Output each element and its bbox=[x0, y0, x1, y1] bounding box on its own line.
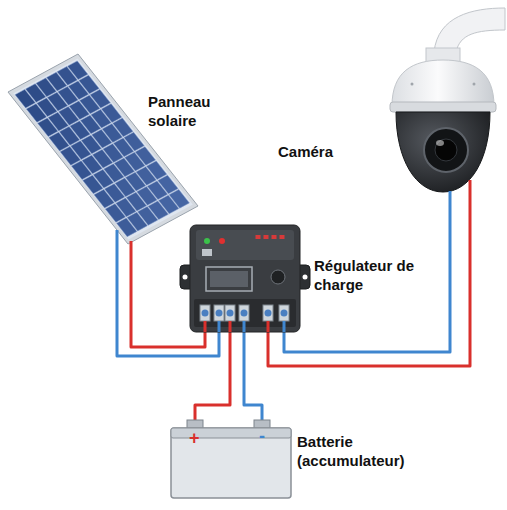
camera-band bbox=[390, 102, 496, 112]
screw-terminal bbox=[279, 305, 289, 321]
node-label: Régulateur de charge bbox=[314, 256, 436, 294]
battery-body bbox=[171, 428, 291, 498]
node-label: Panneau solaire bbox=[148, 92, 248, 130]
camera-screw bbox=[411, 83, 414, 86]
charge-regulator: Régulateur de charge bbox=[180, 225, 310, 332]
terminal-lead bbox=[229, 321, 232, 332]
screw-terminal bbox=[263, 305, 273, 321]
panel-cable bbox=[130, 241, 133, 244]
solar-cell bbox=[124, 132, 144, 151]
battery-icon bbox=[206, 267, 252, 291]
terminal-lead bbox=[204, 321, 207, 332]
led-green bbox=[204, 238, 210, 244]
solar-cell bbox=[158, 175, 178, 194]
mounting-hole bbox=[303, 275, 308, 280]
terminal-screw bbox=[202, 310, 209, 317]
regulator-body bbox=[190, 225, 300, 332]
camera-housing bbox=[392, 60, 494, 106]
terminal-lead bbox=[243, 321, 246, 332]
solar-cell bbox=[68, 61, 88, 80]
solar-cell bbox=[79, 75, 99, 94]
camera: Caméra bbox=[372, 0, 505, 205]
panel-icon bbox=[202, 249, 212, 256]
battery-illustration bbox=[170, 420, 292, 498]
component-name: Caméra bbox=[278, 142, 368, 161]
terminal-screw bbox=[227, 310, 234, 317]
solar-cell bbox=[135, 147, 155, 166]
panel-frame bbox=[8, 54, 198, 244]
mounting-hole bbox=[183, 275, 188, 280]
terminal-lead bbox=[218, 321, 221, 332]
terminal-screw bbox=[216, 310, 223, 317]
solar-cell bbox=[101, 104, 121, 123]
charge-regulator-illustration bbox=[180, 225, 310, 332]
battery-icon-cell bbox=[210, 271, 248, 287]
solar-panel-illustration bbox=[8, 52, 198, 244]
screw-terminal bbox=[214, 305, 224, 321]
solar-cell bbox=[169, 190, 189, 209]
camera-lens-inner bbox=[435, 139, 457, 161]
camera-illustration bbox=[372, 0, 505, 205]
component-name: Batterie (accumulateur) bbox=[297, 432, 437, 470]
cable bbox=[195, 332, 230, 420]
solar-cell bbox=[90, 89, 110, 108]
component-name: Régulateur de charge bbox=[314, 256, 436, 294]
solar-cell bbox=[113, 118, 133, 137]
terminal-screw bbox=[265, 310, 272, 317]
led-indicator bbox=[264, 235, 269, 239]
terminal-screw bbox=[281, 310, 288, 317]
lens-reflection bbox=[436, 140, 444, 146]
component-name: Panneau solaire bbox=[148, 92, 248, 130]
camera-lens bbox=[424, 128, 468, 172]
screw-terminal bbox=[200, 305, 210, 321]
terminal-screw bbox=[241, 310, 248, 317]
terminal-lead bbox=[267, 321, 270, 332]
polarity-plus: + bbox=[189, 429, 200, 447]
solar-cell bbox=[147, 161, 167, 180]
push-button bbox=[271, 270, 285, 284]
camera-cable bbox=[469, 180, 472, 205]
led-red bbox=[219, 238, 225, 244]
terminal-lead bbox=[283, 321, 286, 332]
camera-arm bbox=[434, 8, 505, 52]
node-label: Caméra bbox=[278, 142, 368, 161]
polarity-minus: - bbox=[259, 427, 265, 445]
panel-surface bbox=[13, 59, 193, 240]
screw-terminal bbox=[239, 305, 249, 321]
led-indicator bbox=[256, 235, 261, 239]
camera-cable bbox=[449, 191, 452, 205]
panel-cable bbox=[116, 230, 119, 244]
camera-dome bbox=[396, 112, 490, 192]
led-indicator bbox=[280, 235, 285, 239]
cable bbox=[244, 332, 262, 420]
camera-screw bbox=[473, 83, 476, 86]
battery: Batterie (accumulateur) bbox=[170, 420, 292, 498]
node-label: Batterie (accumulateur) bbox=[297, 432, 437, 470]
led-indicator bbox=[272, 235, 277, 239]
screw-terminal bbox=[225, 305, 235, 321]
solar-panel: Panneau solaire bbox=[8, 52, 198, 244]
regulator-top-panel bbox=[196, 230, 294, 260]
